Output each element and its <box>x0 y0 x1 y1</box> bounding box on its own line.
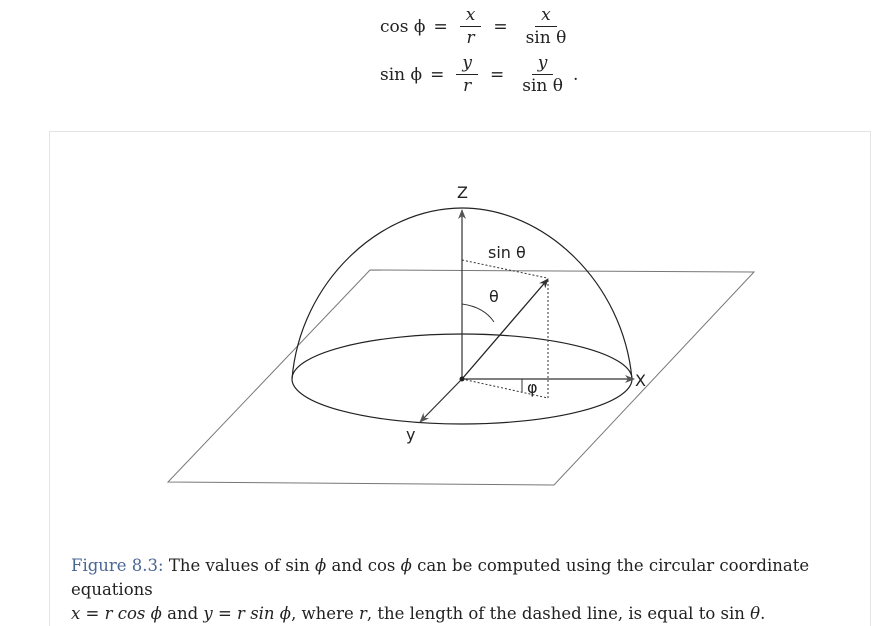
phi-label: φ <box>527 378 538 397</box>
denominator: r <box>466 28 475 48</box>
denominator: sin θ <box>525 28 567 48</box>
caption-text: The values of sin <box>163 556 315 575</box>
figure-caption: Figure 8.3: The values of sin ϕ and cos … <box>71 554 851 626</box>
sin-phi-lhs: sin ϕ <box>380 64 423 85</box>
y-axis <box>419 378 463 423</box>
equals-sign: = <box>489 64 505 85</box>
z-axis-label: Z <box>457 183 468 202</box>
caption-text: , where <box>291 604 359 623</box>
origin-point <box>459 376 465 382</box>
equals-sign: = <box>433 16 448 37</box>
denominator: r <box>463 76 472 96</box>
hemisphere-diagram: Z X y sin θ θ φ <box>166 183 756 486</box>
sin-theta-label: sin θ <box>488 243 526 262</box>
caption-math: ϕ <box>314 556 327 575</box>
horizontal-plane <box>166 269 756 486</box>
theta-arc <box>461 303 495 323</box>
equation-block: cos ϕ = x r = x sin θ sin ϕ = y r = y si… <box>0 0 879 110</box>
caption-text: and cos <box>326 556 401 575</box>
caption-equation-y: y = r sin ϕ <box>203 604 292 623</box>
numerator: x <box>535 6 557 27</box>
fraction-x-over-r: x r <box>459 6 482 48</box>
y-axis-label: y <box>406 425 415 444</box>
hemisphere-dome <box>291 207 633 380</box>
numerator: x <box>459 6 482 27</box>
caption-text: and <box>161 604 204 623</box>
denominator: sin θ <box>522 76 563 96</box>
sin-phi-equation: sin ϕ = y r = y sin θ . <box>380 54 578 95</box>
caption-text: can be computed using the circular coord… <box>71 556 810 599</box>
fraction-y-over-sin-theta: y sin θ <box>516 54 569 95</box>
numerator: y <box>531 54 554 75</box>
radius-vector <box>461 278 549 380</box>
caption-math: θ <box>750 604 761 623</box>
caption-math: r <box>358 604 367 623</box>
x-axis-label: X <box>635 371 646 390</box>
numerator: y <box>456 54 478 75</box>
cos-phi-equation: cos ϕ = x r = x sin θ <box>380 6 576 47</box>
caption-math: ϕ <box>400 556 412 575</box>
figure-label: Figure 8.3: <box>71 556 164 575</box>
caption-equation-x: x = r cos ϕ <box>71 604 162 623</box>
dashed-sin-theta-line <box>461 259 548 279</box>
equals-sign: = <box>430 64 445 85</box>
theta-label: θ <box>489 287 499 306</box>
cos-phi-lhs: cos ϕ <box>380 16 426 37</box>
caption-text: . <box>760 604 766 623</box>
fraction-y-over-r: y r <box>456 54 478 95</box>
fraction-x-over-sin-theta: x sin θ <box>520 6 573 47</box>
equals-sign: = <box>493 16 508 37</box>
figure-card: Z X y sin θ θ φ Figure 8.3: The values o… <box>49 131 871 626</box>
caption-text: , the length of the dashed line, is equa… <box>366 604 751 623</box>
dashed-radius-projection <box>461 378 549 399</box>
period: . <box>572 64 579 85</box>
